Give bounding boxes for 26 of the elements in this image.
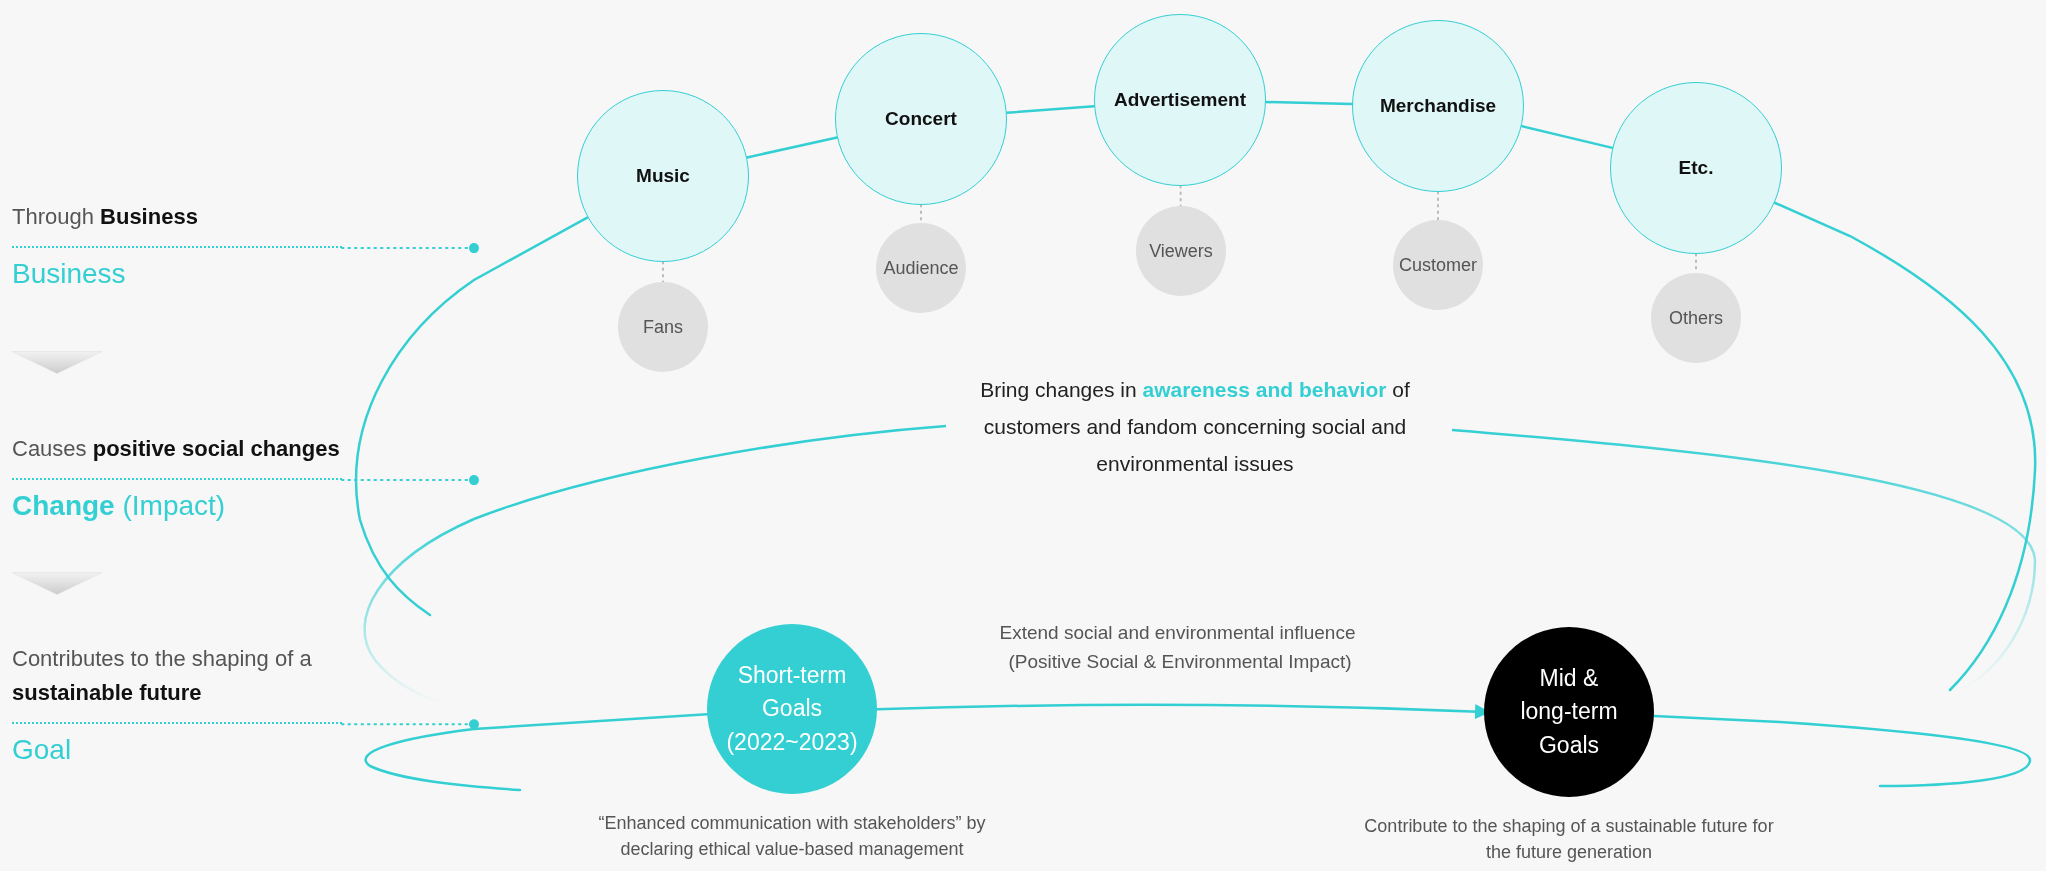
stage-title: Goal xyxy=(12,733,73,768)
stage-description: Causes positive social changes xyxy=(12,432,342,481)
stage-description: Contributes to the shaping of a sustainable future xyxy=(12,642,342,725)
dotted-line xyxy=(1179,185,1182,207)
stage-title: Change (Impact) xyxy=(12,489,227,524)
connector xyxy=(355,216,589,617)
dotted-line xyxy=(662,261,664,283)
dotted-line xyxy=(341,243,479,254)
goal-caption: Contribute to the shaping of a sustainable future for the future generation xyxy=(1363,815,1775,865)
impact-subtext: (Positive Social & Environmental Impact) xyxy=(1008,650,1352,674)
stage-title: Business xyxy=(12,257,127,292)
connector xyxy=(364,713,709,792)
impact-text: Bring changes in awareness and behavior of customers and fandom concerning social and environmental issues xyxy=(979,377,1411,477)
goal-caption: “Enhanced communication with stakeholders” by declaring ethical value-based management xyxy=(597,812,987,862)
connector xyxy=(1652,714,2032,788)
chevron-arrow xyxy=(11,572,103,595)
dotted-line xyxy=(341,475,479,486)
connector xyxy=(1773,201,2037,692)
dotted-line xyxy=(341,719,479,730)
chevron-arrow xyxy=(11,351,103,374)
connector xyxy=(1264,100,1354,106)
stage-description: Through Business xyxy=(12,200,342,249)
connector xyxy=(745,136,839,159)
connector xyxy=(1005,105,1096,114)
connector xyxy=(1520,124,1614,150)
dotted-line xyxy=(1437,191,1439,221)
